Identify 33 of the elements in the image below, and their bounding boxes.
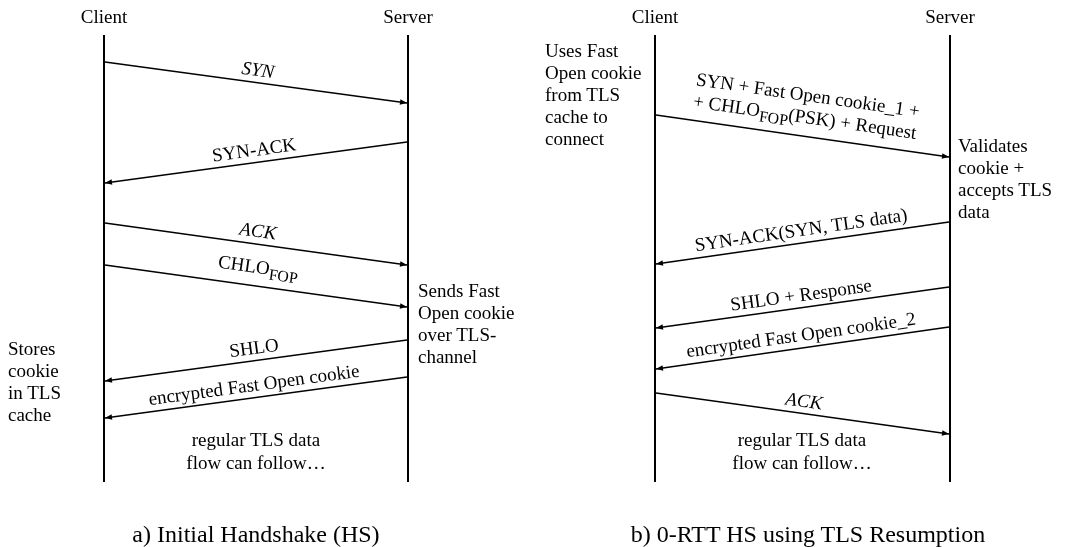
- edge-label: SHLO + Response: [728, 273, 873, 315]
- edge-label: SHLO: [228, 333, 281, 362]
- arrow: [104, 61, 408, 105]
- edge-label: SYN: [240, 56, 276, 83]
- caption: a) Initial Handshake (HS): [131, 520, 381, 547]
- caption: b) 0-RTT HS using TLS Resumption: [629, 520, 987, 547]
- edge-label: ACK: [237, 217, 278, 245]
- arrow: [104, 339, 408, 383]
- edge-label: SYN + Fast Open cookie_1 + + CHLO$_{FOP}$(PSK) + Request: [691, 68, 922, 146]
- note-text: Uses Fast Open cookie from TLS cache to connect: [545, 40, 643, 150]
- note-text: regular TLS data flow can follow…: [185, 428, 327, 474]
- note-text: Stores cookie in TLS cache: [8, 338, 62, 426]
- participant-label: Server: [924, 5, 976, 29]
- edge-label: encrypted Fast Open cookie: [147, 359, 362, 410]
- edge-label: CHLO$_{FOP}$: [216, 250, 301, 289]
- arrow: [655, 326, 950, 371]
- arrow: [104, 376, 408, 420]
- note-text: Sends Fast Open cookie over TLS-channel: [418, 280, 516, 368]
- note-text: Validates cookie + accepts TLS data: [958, 135, 1054, 223]
- edge-label: SYN-ACK: [210, 133, 298, 167]
- arrow: [104, 222, 408, 267]
- arrow: [655, 286, 950, 330]
- participant-label: Client: [630, 5, 680, 29]
- arrow: [655, 392, 950, 436]
- arrow: [104, 141, 408, 185]
- edge-label: SYN-ACK(SYN, TLS data): [692, 204, 909, 257]
- participant-label: Server: [382, 5, 434, 29]
- note-text: regular TLS data flow can follow…: [731, 428, 873, 474]
- arrow: [104, 264, 408, 309]
- arrow: [655, 221, 950, 266]
- edge-label: ACK: [784, 387, 825, 415]
- participant-label: Client: [79, 5, 129, 29]
- arrow: [655, 114, 950, 159]
